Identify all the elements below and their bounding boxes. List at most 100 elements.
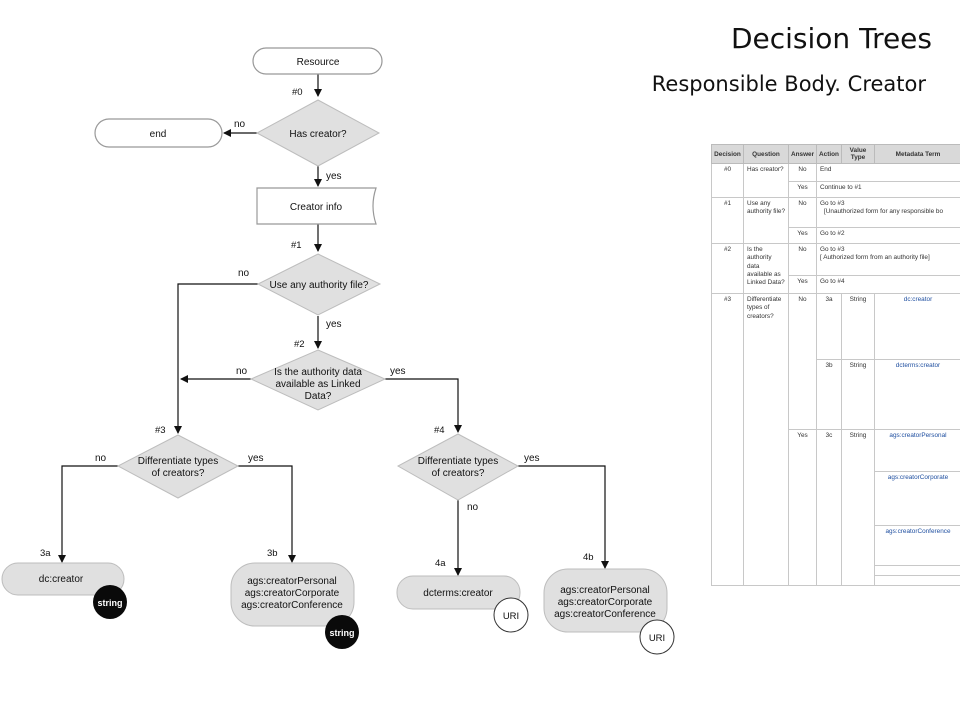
- tag-n2: #2: [294, 339, 305, 350]
- node-diff-3-label-1: Differentiate types: [138, 456, 218, 467]
- node-has-creator-label: Has creator?: [289, 129, 347, 140]
- node-out-4a: dcterms:creator: [396, 575, 521, 610]
- cell-action: Go to #3 [ Authorized form from an autho…: [816, 243, 960, 276]
- node-creator-info: Creator info: [256, 187, 377, 225]
- cell-answer: Yes: [788, 429, 817, 586]
- node-end: end: [94, 118, 223, 148]
- cell-question: Is the authority data available as Linke…: [743, 243, 789, 294]
- tag-o4a: 4a: [435, 558, 446, 569]
- cell-action-text: Go to #3: [820, 246, 845, 253]
- label-no: no: [234, 119, 246, 130]
- cell-action-note: [ Authorized form from an authority file…: [820, 254, 930, 262]
- cell-answer: Yes: [788, 227, 817, 244]
- node-resource: Resource: [252, 47, 383, 75]
- node-out-4b: ags:creatorPersonal ags:creatorCorporate…: [543, 568, 668, 633]
- table-row: ags:creatorConference: [712, 525, 960, 566]
- decision-flowchart: no yes no yes no yes no yes no yes #0 #1…: [1, 47, 675, 655]
- node-end-label: end: [150, 129, 167, 140]
- flow-edges: [58, 74, 609, 576]
- node-diff-3: Differentiate types of creators?: [116, 434, 240, 499]
- header-value-type: Value Type: [841, 144, 875, 164]
- cell-term: ags:creatorPersonal: [874, 429, 960, 472]
- cell-term: [874, 575, 960, 586]
- cell-action: Go to #3 [Unauthorized form for any resp…: [816, 197, 960, 228]
- cell-action: Go to #2: [816, 227, 960, 244]
- tag-o3b: 3b: [267, 548, 278, 559]
- edge-authority-diff3: [174, 283, 258, 434]
- node-linked-data-label-3: Data?: [305, 391, 332, 402]
- tag-n4: #4: [434, 425, 445, 436]
- node-resource-label: Resource: [297, 57, 340, 68]
- cell-type: String: [841, 359, 875, 430]
- header-action: Action: [816, 144, 842, 164]
- cell-question: Has creator?: [743, 163, 789, 198]
- node-out-3a-label: dc:creator: [39, 574, 84, 585]
- node-out-3b-label-2: ags:creatorCorporate: [245, 588, 340, 599]
- node-diff-3-label-2: of creators?: [152, 468, 205, 479]
- node-out-4a-label: dcterms:creator: [423, 588, 493, 599]
- node-diff-4-label-1: Differentiate types: [418, 456, 498, 467]
- node-creator-info-label: Creator info: [290, 202, 343, 213]
- table-row: #3 Differentiate types of creators? No 3…: [711, 293, 960, 586]
- cell-decision: #3: [711, 293, 744, 586]
- label-yes: yes: [326, 319, 342, 330]
- tag-n1: #1: [291, 240, 302, 251]
- edge-diff3-3a: [58, 465, 118, 563]
- node-linked-data-label-1: Is the authority data: [274, 367, 362, 378]
- table-header-row: Decision Question Answer Action Value Ty…: [711, 144, 960, 164]
- node-out-3b: ags:creatorPersonal ags:creatorCorporate…: [230, 562, 355, 627]
- cell-action: Continue to #1: [816, 181, 960, 198]
- cell-question: Use any authority file?: [743, 197, 789, 244]
- label-yes: yes: [248, 453, 264, 464]
- decision-table-grid: Decision Question Answer Action Value Ty…: [711, 144, 960, 586]
- cell-answer: Yes: [788, 275, 817, 294]
- cell-code: 3a: [816, 293, 842, 360]
- badge-string-3b: string: [325, 615, 359, 649]
- label-yes: yes: [390, 366, 406, 377]
- cell-answer: No: [788, 243, 817, 276]
- cell-action-text: Go to #3: [820, 200, 845, 207]
- tag-n0: #0: [292, 87, 303, 98]
- cell-answer: No: [788, 293, 817, 430]
- badge-uri-4a-label: URI: [503, 611, 519, 622]
- header-metadata-term: Metadata Term: [874, 144, 960, 164]
- cell-question: Differentiate types of creators?: [743, 293, 789, 586]
- edge-diff4-4b: [518, 465, 609, 569]
- cell-decision: #0: [711, 163, 744, 198]
- badge-uri-4b: URI: [639, 619, 675, 655]
- node-diff-4: Differentiate types of creators?: [396, 433, 520, 501]
- cell-answer: No: [788, 197, 817, 228]
- badge-uri-4a: URI: [493, 597, 529, 633]
- slide-subtitle: Responsible Body. Creator: [651, 72, 926, 96]
- header-decision: Decision: [711, 144, 744, 164]
- node-linked-data-label-2: available as Linked: [275, 379, 360, 390]
- node-out-3a: dc:creator: [1, 562, 125, 596]
- flow-step-tags: #0 #1 #2 #3 #4 3a 3b 4a 4b: [40, 87, 594, 569]
- table-row: Yes Go to #2: [712, 227, 960, 244]
- decision-table: Decision Question Answer Action Value Ty…: [711, 144, 960, 586]
- node-diff-4-label-2: of creators?: [432, 468, 485, 479]
- node-out-4b-label-2: ags:creatorCorporate: [558, 597, 653, 608]
- label-yes: yes: [326, 171, 342, 182]
- cell-answer: No: [788, 163, 817, 182]
- tag-n3: #3: [155, 425, 166, 436]
- cell-decision: #2: [711, 243, 744, 294]
- header-question: Question: [743, 144, 789, 164]
- flow-edge-labels: no yes no yes no yes no yes no yes: [95, 119, 540, 513]
- table-row: [712, 575, 960, 586]
- tag-o4b: 4b: [583, 552, 594, 563]
- table-row: #1 Use any authority file? No Go to #3 […: [711, 197, 960, 244]
- node-out-4b-label-1: ags:creatorPersonal: [560, 585, 650, 596]
- cell-action-note: [Unauthorized form for any responsible b…: [824, 208, 944, 216]
- header-answer: Answer: [788, 144, 817, 164]
- label-no: no: [238, 268, 250, 279]
- node-use-authority-label: Use any authority file?: [270, 280, 369, 291]
- edge-diff3-3b: [238, 465, 296, 563]
- node-out-3b-label-3: ags:creatorConference: [241, 600, 343, 611]
- badge-string-3a: string: [93, 585, 127, 619]
- edge-linked-diff4: [385, 378, 462, 433]
- table-row: #0 Has creator? No End: [711, 163, 960, 198]
- cell-type: String: [841, 429, 875, 586]
- table-row: #2 Is the authority data available as Li…: [711, 243, 960, 294]
- label-no: no: [236, 366, 248, 377]
